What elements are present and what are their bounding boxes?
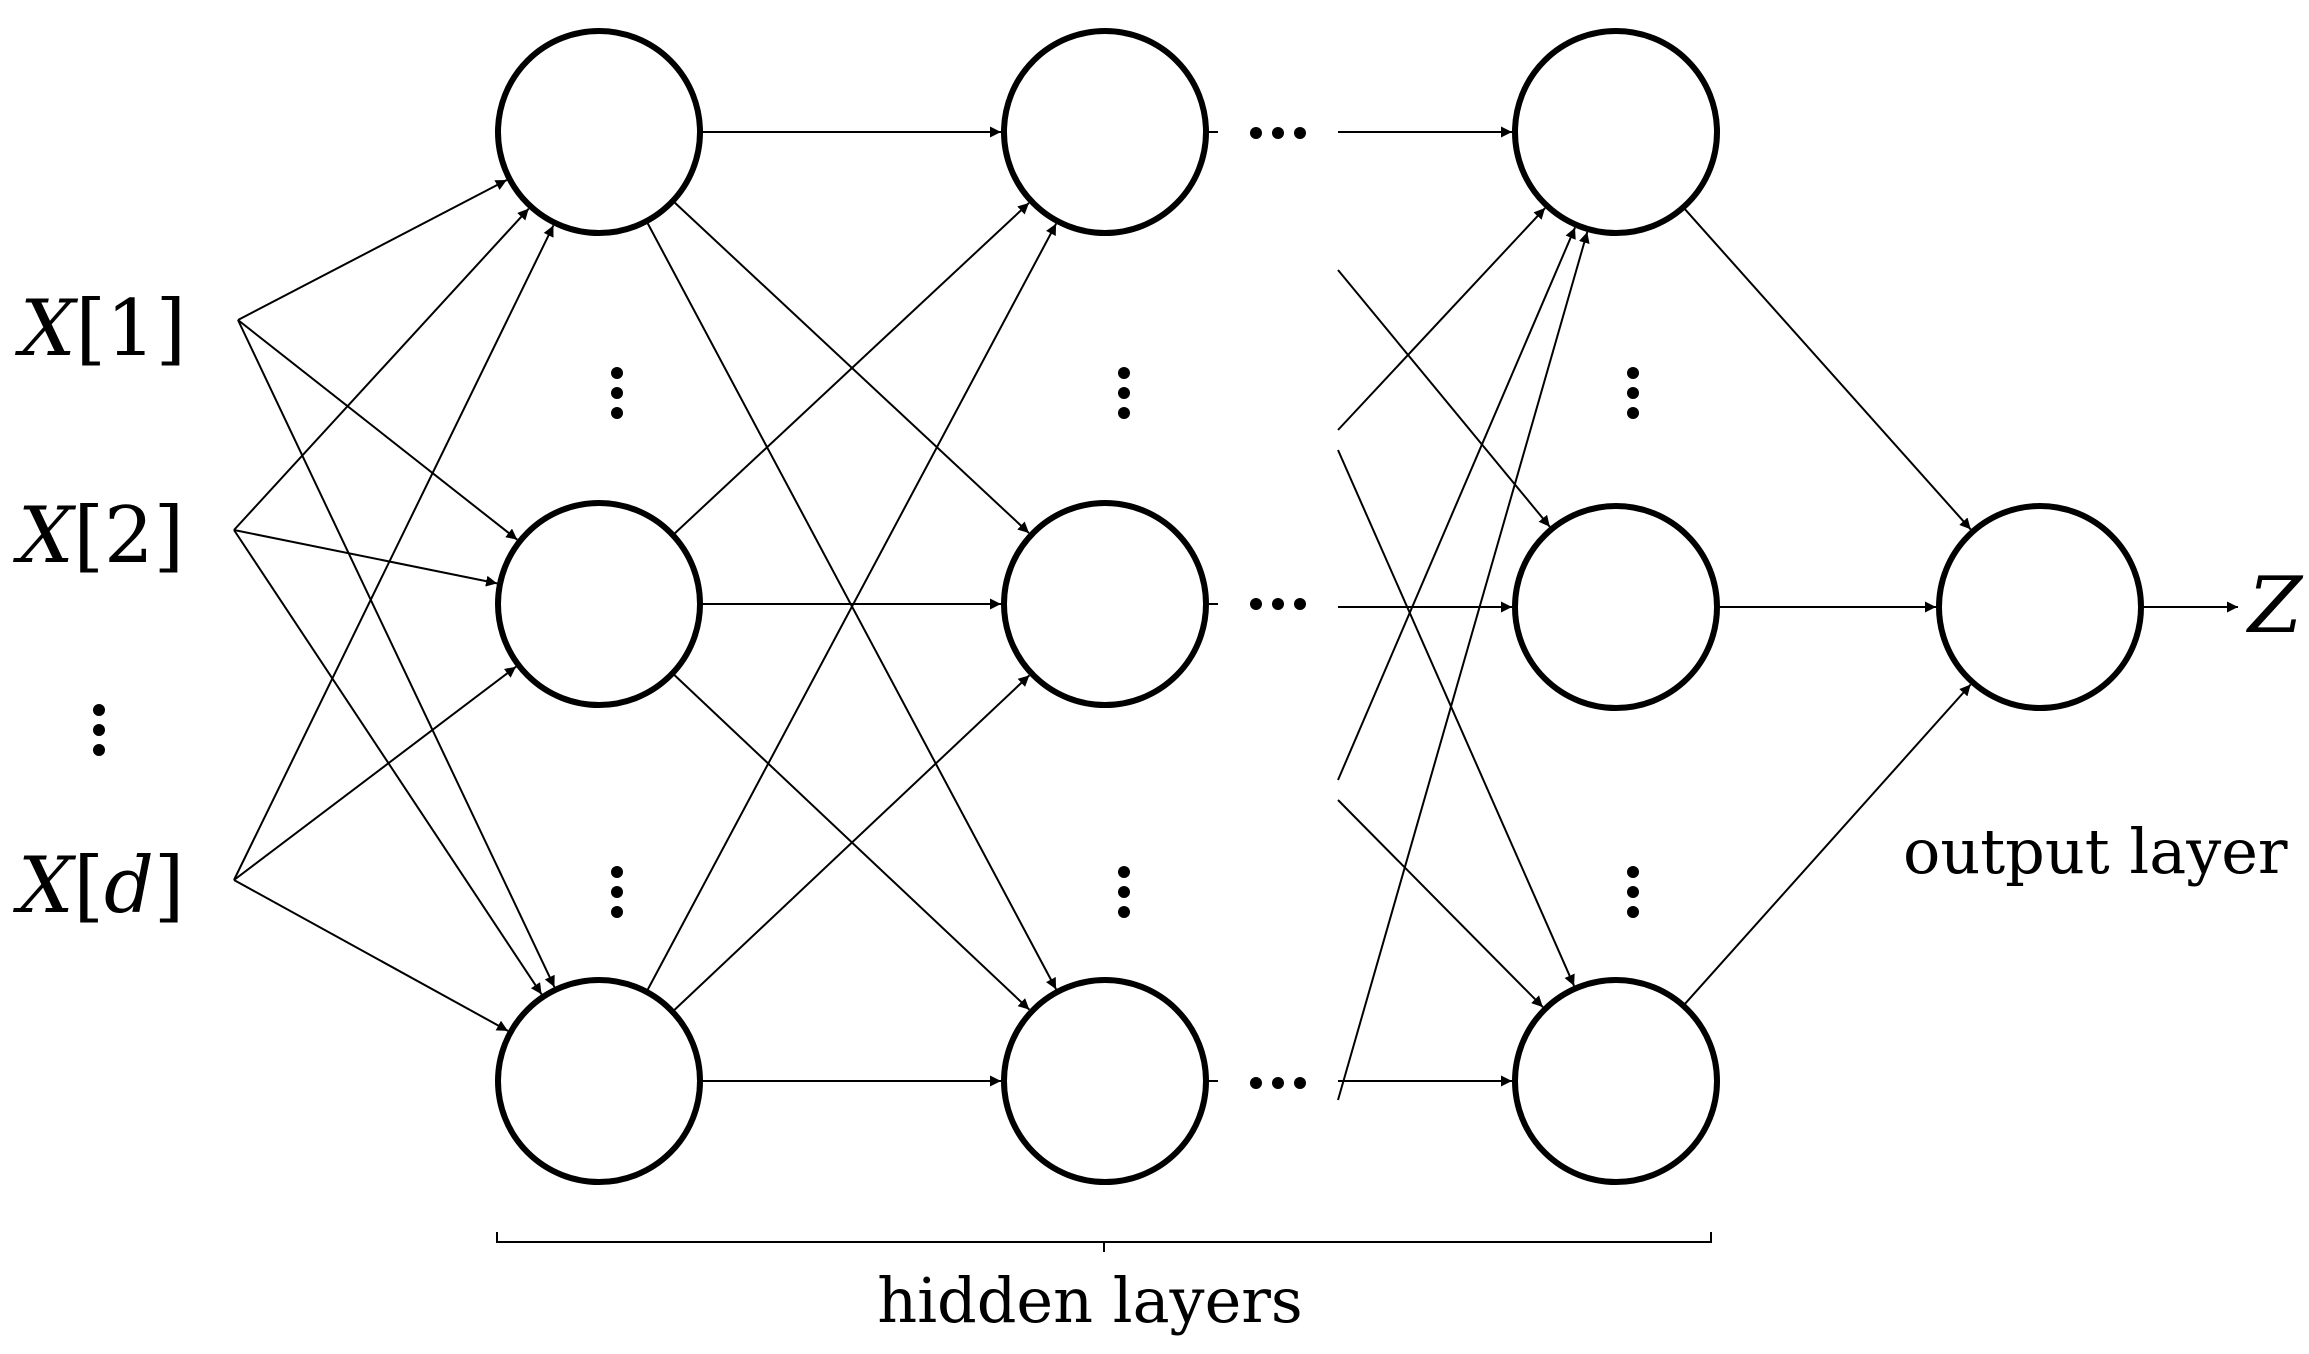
horizontal-ellipsis-dot: [1272, 1077, 1284, 1089]
output-layer-label: output layer: [1903, 815, 2288, 888]
hidden-layer-1-node-1: [495, 28, 703, 236]
vertical-ellipsis-dot: [611, 906, 623, 918]
horizontal-ellipsis-dot: [1272, 127, 1284, 139]
vertical-ellipsis-dot: [1627, 407, 1639, 419]
vertical-ellipsis-dot: [1118, 387, 1130, 399]
edge-h3n1-out: [1682, 206, 1972, 531]
horizontal-ellipsis-group: [1250, 127, 1306, 1089]
output-label: Z: [2245, 561, 2304, 651]
edge-h1n1-h2n2: [672, 200, 1030, 534]
vertical-ellipsis-5: [1118, 866, 1130, 918]
vertical-ellipsis-2: [1118, 367, 1130, 419]
connection-edges: [233, 126, 2238, 1101]
vertical-ellipsis-dot: [1627, 886, 1639, 898]
horizontal-ellipsis-3: [1250, 1077, 1306, 1089]
edge-gap-diag-3: [1337, 231, 1590, 1101]
vertical-ellipsis-dot: [1118, 906, 1130, 918]
hidden-layer-3-node-1: [1512, 28, 1720, 236]
edge-input2-h1n3: [233, 529, 543, 995]
horizontal-ellipsis-dot: [1250, 598, 1262, 610]
edge-gap-diag-1: [1337, 207, 1546, 431]
vertical-ellipsis-dot: [93, 724, 105, 736]
hidden-layer-2-node-1: [1001, 28, 1209, 236]
hidden-layer-1-node-3: [495, 977, 703, 1185]
hidden-layers-brace: [496, 1232, 1712, 1252]
hidden-layer-3-node-3: [1512, 977, 1720, 1185]
horizontal-ellipsis-dot: [1250, 1077, 1262, 1089]
edge-input2-h1n2: [233, 529, 498, 587]
edge-input1-h1n2: [237, 319, 518, 541]
edge-input3-h1n1: [233, 225, 555, 881]
hidden-layer-2-node-3: [1001, 977, 1209, 1185]
edge-h1n2-h2n1: [672, 202, 1030, 536]
vertical-ellipsis-dot: [611, 866, 623, 878]
output-node: [1936, 503, 2144, 711]
vertical-ellipsis-6: [1627, 866, 1639, 918]
horizontal-ellipsis-dot: [1294, 127, 1306, 139]
edge-input3-h1n2: [233, 665, 517, 881]
vertical-ellipsis-dot: [93, 744, 105, 756]
edge-input1-h1n3: [237, 319, 556, 988]
hidden-layers-label: hidden layers: [877, 1264, 1302, 1337]
vertical-ellipsis-dot: [1627, 866, 1639, 878]
vertical-ellipsis-group: [93, 367, 1639, 918]
vertical-ellipsis-dot: [1118, 866, 1130, 878]
hidden-layer-2-node-2: [1001, 500, 1209, 708]
vertical-ellipsis-dot: [1627, 367, 1639, 379]
vertical-ellipsis-dot: [611, 886, 623, 898]
edge-gap-diag-6: [1337, 799, 1544, 1008]
edge-gap-diag-2: [1337, 227, 1576, 781]
horizontal-ellipsis-dot: [1294, 1077, 1306, 1089]
network-nodes: [495, 28, 2144, 1185]
vertical-ellipsis-7: [93, 704, 105, 756]
vertical-ellipsis-dot: [93, 704, 105, 716]
vertical-ellipsis-3: [1627, 367, 1639, 419]
horizontal-ellipsis-1: [1250, 127, 1306, 139]
horizontal-ellipsis-dot: [1272, 598, 1284, 610]
hidden-layer-3-node-2: [1512, 503, 1720, 711]
edge-input3-h1n3: [233, 879, 509, 1032]
edge-input1-h1n1: [237, 179, 508, 321]
vertical-ellipsis-1: [611, 367, 623, 419]
edge-input2-h1n1: [233, 207, 530, 531]
hidden-layer-1-node-2: [495, 500, 703, 708]
vertical-ellipsis-dot: [1118, 886, 1130, 898]
vertical-ellipsis-4: [611, 866, 623, 918]
edge-h1n2-h2n3: [671, 672, 1031, 1011]
vertical-ellipsis-dot: [1118, 407, 1130, 419]
horizontal-ellipsis-dot: [1294, 598, 1306, 610]
vertical-ellipsis-dot: [1627, 387, 1639, 399]
edge-gap-diag-4: [1337, 269, 1551, 528]
edge-h1n3-h2n1: [645, 223, 1057, 993]
input-label-d: X[d]: [12, 841, 184, 931]
input-label-2: X[2]: [12, 491, 184, 581]
edge-h3n3-out: [1682, 683, 1972, 1007]
vertical-ellipsis-dot: [611, 387, 623, 399]
edge-gap-diag-5: [1337, 449, 1575, 987]
edge-h1n1-h2n3: [645, 220, 1057, 990]
vertical-ellipsis-dot: [1118, 367, 1130, 379]
horizontal-ellipsis-2: [1250, 598, 1306, 610]
edge-h1n3-h2n2: [671, 674, 1031, 1013]
vertical-ellipsis-dot: [611, 367, 623, 379]
vertical-ellipsis-dot: [611, 407, 623, 419]
vertical-ellipsis-dot: [1627, 906, 1639, 918]
input-label-1: X[1]: [14, 284, 186, 374]
horizontal-ellipsis-dot: [1250, 127, 1262, 139]
